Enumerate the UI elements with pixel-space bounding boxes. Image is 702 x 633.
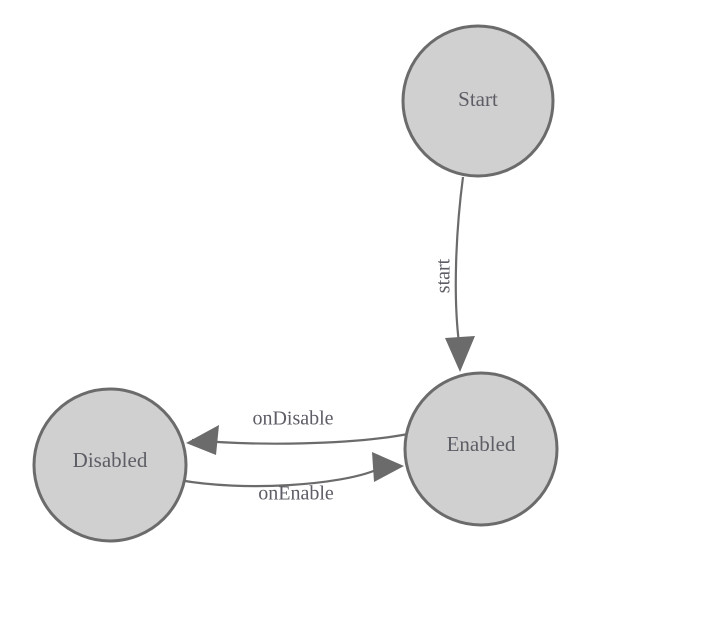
node-enabled-label: Enabled xyxy=(447,432,516,456)
edge-label-on-disable: onDisable xyxy=(252,408,333,430)
node-enabled-circle xyxy=(403,371,559,527)
edge-enabled-to-disabled[interactable]: onDisable xyxy=(186,408,409,455)
node-enabled[interactable]: Enabled xyxy=(403,371,559,527)
node-start[interactable]: Start xyxy=(401,24,555,178)
node-start-label: Start xyxy=(458,87,498,111)
edge-enabled-to-disabled-arrowhead xyxy=(186,425,219,455)
edge-start-to-enabled-path xyxy=(454,176,465,344)
node-disabled-circle xyxy=(32,387,188,543)
edge-label-start: start xyxy=(433,258,455,293)
edge-label-on-enable: onEnable xyxy=(258,483,334,505)
node-disabled[interactable]: Disabled xyxy=(32,387,188,543)
edge-start-to-enabled[interactable]: start xyxy=(433,176,475,372)
edge-disabled-to-enabled[interactable]: onEnable xyxy=(178,452,404,505)
node-disabled-label: Disabled xyxy=(73,448,148,472)
edge-enabled-to-disabled-path xyxy=(191,432,409,445)
edge-disabled-to-enabled-arrowhead xyxy=(372,452,404,482)
node-start-circle xyxy=(401,24,555,178)
edge-start-to-enabled-arrowhead xyxy=(445,336,475,372)
edge-disabled-to-enabled-path xyxy=(178,468,377,488)
